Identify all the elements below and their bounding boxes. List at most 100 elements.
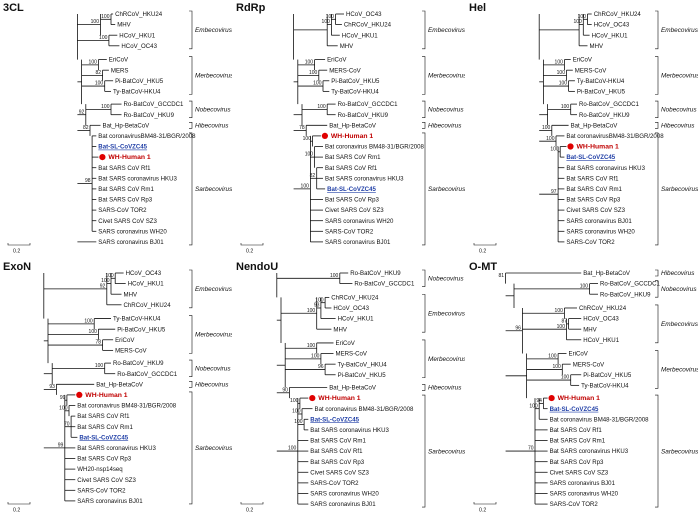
- bootstrap-value: 96: [318, 364, 324, 370]
- taxon-label: Bat SARS CoV Rp3: [325, 197, 379, 204]
- taxon-label: Bat_Hp-BetaCoV: [329, 385, 377, 392]
- clade-bracket: [422, 100, 426, 118]
- clade-bracket: [189, 10, 193, 50]
- taxon-label: HCoV_HKU1: [592, 32, 629, 39]
- clade-label: Embecovirus: [195, 286, 232, 293]
- clade-bracket: [422, 132, 426, 246]
- taxon-label: Ro-BatCoV_GCCDC1: [117, 371, 178, 378]
- taxon-label: EriCoV: [109, 57, 129, 64]
- bootstrap-value: 100: [305, 59, 314, 65]
- taxon-label: Bat SARS CoV Rm1: [566, 186, 622, 193]
- taxon-label: Pi-BatCoV_HKU5: [583, 372, 632, 379]
- taxon-label: Bat SARS CoV Rm1: [98, 186, 154, 193]
- taxon-label: Bat_Hp-BetaCoV: [583, 270, 631, 277]
- taxon-label: Bat SARS coronavirus HKU3: [566, 165, 645, 172]
- bootstrap-value: 99: [60, 395, 66, 401]
- clade-bracket: [189, 122, 193, 129]
- clade-bracket: [655, 132, 659, 246]
- taxon-label: Bat_Hp-BetaCoV: [96, 381, 144, 388]
- scale-bar: [473, 502, 497, 505]
- taxon-label: SARS coronavirus BJ01: [566, 218, 632, 225]
- taxon-label: Bat SARS CoV Rf1: [77, 413, 130, 420]
- bootstrap-value: 100: [330, 273, 339, 279]
- clade-label: Merbecovirus: [428, 73, 465, 80]
- clade-label: Merbecovirus: [428, 356, 465, 363]
- taxon-label: Bat SARS coronavirus HKU3: [325, 175, 404, 182]
- clade-label: Merbecovirus: [661, 73, 698, 80]
- taxon-label: SARS coronavirus WH20: [325, 218, 394, 225]
- bootstrap-value: 100: [546, 136, 555, 142]
- panel-title: Hel: [469, 2, 486, 14]
- taxon-label: SARS coronavirus BJ01: [325, 239, 391, 246]
- bootstrap-value: 82: [96, 70, 102, 76]
- bootstrap-value: 100: [315, 297, 324, 303]
- taxon-label: ChRCoV_HKU24: [124, 302, 172, 309]
- clade-bracket: [189, 269, 193, 309]
- tree-canvas: O-MTBat_Hp-BetaCoVRo-BatCoV_GCCDC1Ro-Bat…: [469, 261, 698, 514]
- taxon-label: HCoV_OC43: [126, 270, 162, 277]
- taxon-label: Ty-BatCoV-HKU4: [113, 316, 161, 323]
- bootstrap-value: 100: [99, 35, 108, 41]
- taxon-label: Bat SARS CoV Rm1: [77, 424, 133, 431]
- taxon-label: SARS-CoV TOR2: [310, 480, 359, 487]
- taxon-label: Civet SARS CoV SZ3: [550, 469, 609, 476]
- bootstrap-value: 78: [96, 340, 102, 346]
- bootstrap-value: 87: [562, 318, 568, 324]
- taxon-label: HCoV_OC43: [346, 11, 382, 18]
- taxon-label: Ty-BatCoV-HKU4: [581, 382, 629, 389]
- bootstrap-value: 100: [89, 59, 98, 65]
- bootstrap-value: 100: [59, 405, 68, 411]
- scale-label: 0.2: [246, 249, 253, 255]
- clade-label: Nobecovirus: [428, 107, 464, 114]
- bootstrap-value: 100: [105, 273, 114, 279]
- clade-label: Embecovirus: [661, 27, 698, 34]
- clade-bracket: [422, 394, 426, 508]
- taxon-label: Bat-SL-CoVZC45: [98, 144, 147, 151]
- taxon-label: Ro-BatCoV_GCCDC1: [354, 281, 415, 288]
- taxon-label: Bat SARS coronavirus HKU3: [550, 448, 629, 455]
- scale-label: 0.2: [13, 508, 20, 514]
- taxon-label: Bat SARS coronavirus HKU3: [310, 427, 389, 434]
- taxon-label: Bat_Hp-BetaCoV: [103, 122, 151, 129]
- bootstrap-value: 100: [305, 152, 314, 158]
- bootstrap-value: 92: [100, 284, 106, 290]
- clade-label: Embecovirus: [195, 27, 232, 34]
- clade-label: Sarbecovirus: [661, 186, 698, 193]
- taxon-label: Ty-BatCoV-HKU4: [331, 88, 379, 95]
- taxon-label: HCoV_HKU1: [119, 32, 156, 39]
- bootstrap-value: 82: [83, 125, 89, 131]
- taxon-label: Bat SARS CoV Rm1: [550, 438, 606, 445]
- bootstrap-value: 70: [528, 446, 534, 452]
- taxon-label: Ty-BatCoV_HKU4: [338, 361, 388, 368]
- clade-bracket: [189, 132, 193, 246]
- bootstrap-value: 78: [299, 125, 305, 131]
- taxon-label: HCoV_OC43: [121, 43, 157, 50]
- taxon-label: MERS-CoV: [573, 361, 605, 368]
- clade-bracket: [189, 359, 193, 377]
- taxon-label: Bat-SL-CoVZC45: [310, 416, 359, 423]
- taxon-label: Bat-SL-CoVZC45: [79, 434, 128, 441]
- tree-canvas: ExoNHCoV_OC43HCoV_HKU1MHVChRCoV_HKU24Ty-…: [3, 261, 232, 514]
- taxon-label: Civet SARS CoV SZ3: [77, 477, 136, 484]
- bootstrap-value: 100: [550, 146, 559, 152]
- taxon-label: EriCoV: [573, 57, 593, 64]
- clade-bracket: [189, 100, 193, 118]
- taxon-label: Civet SARS CoV SZ3: [325, 207, 384, 214]
- bootstrap-value: 100: [573, 19, 582, 25]
- taxon-label: Bat SARS CoV Rf1: [325, 165, 378, 172]
- taxon-label: Bat SARS CoV Rm1: [325, 154, 381, 161]
- taxon-label: HCoV_OC43: [333, 305, 369, 312]
- bootstrap-value: 99: [58, 443, 64, 449]
- taxon-label: Civet SARS CoV SZ3: [98, 218, 157, 225]
- highlight-dot: [567, 143, 574, 150]
- highlight-dot: [309, 394, 316, 402]
- taxon-label: Bat SARS coronavirus HKU3: [77, 445, 156, 452]
- highlight-dot: [321, 132, 328, 139]
- clade-bracket: [655, 304, 659, 344]
- taxon-label: Bat-SL-CoVZC45: [327, 186, 376, 193]
- taxon-label: MHV: [590, 43, 604, 50]
- taxon-label: Ro-BatCoV_HKU9: [600, 291, 651, 298]
- taxon-label: ChRCoV_HKU24: [344, 22, 392, 29]
